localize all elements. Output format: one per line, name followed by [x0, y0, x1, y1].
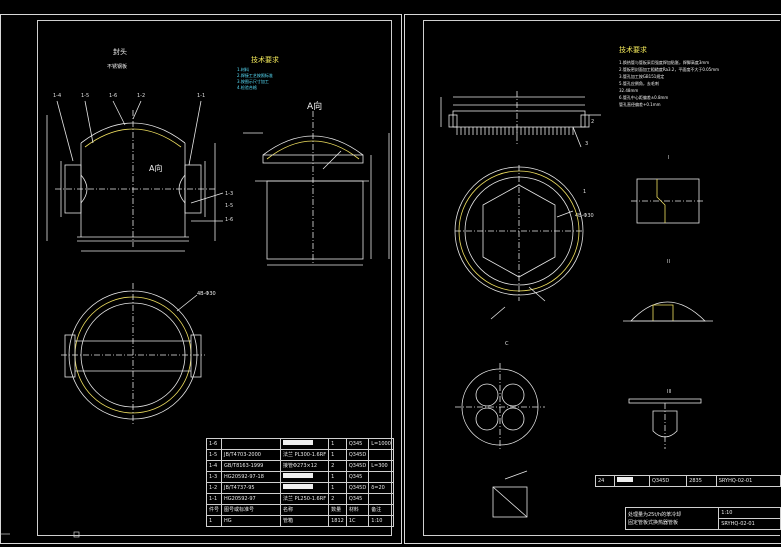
- tech-req-line: 4.检验合格: [237, 85, 257, 90]
- tech-req-line: 1.换热管与管板采用强度焊加贴胀，焊脚高度3mm: [619, 60, 710, 65]
- title-cell: 处理量为25t/h的苯冷却 固定管板式换热器管板: [624, 507, 720, 530]
- part-tag: 1-2: [137, 93, 146, 99]
- table-cell: 1:10: [368, 515, 394, 527]
- arrow-a-label: A向: [149, 164, 163, 173]
- part-tag: 1-3: [225, 191, 234, 197]
- right-geometry: [440, 91, 713, 518]
- right-inner-frame: [423, 20, 780, 536]
- left-geometry: [46, 100, 390, 425]
- part-tag: 1-5: [81, 93, 90, 99]
- tech-req-line: 2.焊接工艺按照标准: [237, 73, 273, 78]
- right-drawing-sheet: 技术要求 1.换热管与管板采用强度焊加贴胀，焊脚高度3mm 2.管板密封面加工粗…: [404, 14, 781, 544]
- part-tag: 1-6: [225, 217, 234, 223]
- table-cell: 1C: [345, 515, 370, 527]
- snap-marker: [73, 531, 80, 538]
- tech-req-line: 管孔直径偏差+0.1mm: [619, 102, 661, 107]
- detail-label: C: [505, 341, 509, 347]
- part-tag: 1-1: [197, 93, 206, 99]
- part-tag: 1-4: [53, 93, 62, 99]
- detail-label: I: [668, 155, 670, 161]
- detail-label: II: [667, 259, 670, 265]
- tech-req-line: 32.48mm: [619, 88, 639, 93]
- table-cell: HG: [221, 515, 282, 527]
- head-title: 封头: [113, 48, 127, 56]
- right-tech-req-block: 1.换热管与管板采用强度焊加贴胀，焊脚高度3mm 2.管板密封面加工粗糙度Ra3…: [619, 59, 719, 108]
- table-cell: Q345D: [648, 475, 688, 487]
- tech-req-line: 5.管孔应倒角，去毛刺: [619, 81, 659, 86]
- title-line: 固定管板式换热器管板: [628, 519, 679, 526]
- title-block-table: 24 Q345D 2835 SRYHQ-02-01: [595, 475, 781, 487]
- dim-label: 4B-Φ30: [575, 213, 594, 219]
- table-row: 24 Q345D 2835 SRYHQ-02-01: [595, 475, 781, 487]
- title-line: 处理量为25t/h的苯冷却: [628, 511, 682, 518]
- dim-label: 3: [585, 141, 589, 147]
- table-footer-row: 1 HG 管箱 1812 1C 1:10: [205, 515, 394, 527]
- view-a-label: A向: [307, 102, 323, 112]
- table-cell: Q345D: [345, 482, 370, 494]
- tech-req-line: 6.管孔中心距偏差±0.8mm: [619, 95, 669, 100]
- tech-req-block: 1.材料 2.焊接工艺按照标准 3.按图示尺寸加工 4.检验合格: [237, 67, 273, 91]
- part-tag: 1-5: [225, 203, 234, 209]
- table-row: 1-5 JB/T4703-2000 法兰 PL300-1.6RF 1 Q345D: [205, 449, 394, 461]
- tech-req-line: 3.管孔加工按GB151规定: [619, 74, 665, 79]
- left-inner-frame: [37, 20, 392, 536]
- dim-label: 1: [583, 189, 587, 195]
- head-subtitle: 不锈钢板: [107, 64, 128, 70]
- table-row: 1-2 JB/T4737-95 1 Q345D δ=20: [205, 482, 394, 494]
- tech-req-line: 1.材料: [237, 67, 249, 72]
- dim-label: 2: [591, 119, 595, 125]
- table-row: 处理量为25t/h的苯冷却 固定管板式换热器管板 1:10: [624, 507, 781, 530]
- left-drawing-sheet: 封头 不锈钢板 技术要求 1.材料 2.焊接工艺按照标准 3.按图示尺寸加工 4…: [0, 14, 402, 544]
- table-cell: SRYHQ-02-01: [718, 518, 781, 530]
- detail-label: III: [667, 389, 672, 395]
- tech-req-line: 2.管板密封面加工粗糙度Ra3.2，平面度不大于0.05mm: [619, 67, 720, 72]
- title-block-main: 处理量为25t/h的苯冷却 固定管板式换热器管板 1:10 SRYHQ-02-0…: [624, 507, 781, 530]
- table-cell: SRYHQ-02-01: [715, 475, 781, 487]
- right-tech-req-title: 技术要求: [619, 46, 647, 54]
- table-cell: 1: [205, 515, 223, 527]
- tech-req-title: 技术要求: [251, 56, 279, 64]
- part-tag: 1-6: [109, 93, 118, 99]
- table-row: SRYHQ-02-01: [626, 518, 781, 530]
- table-cell-redacted: [613, 475, 650, 487]
- tech-req-line: 3.按图示尺寸加工: [237, 79, 269, 84]
- table-cell: 管箱: [280, 515, 330, 527]
- parts-list-table: 1-6 1 Q345 L=1000 1-5 JB/T4703-2000 法兰 P…: [205, 438, 394, 527]
- flange-dim-label: 4B-Φ30: [197, 291, 216, 297]
